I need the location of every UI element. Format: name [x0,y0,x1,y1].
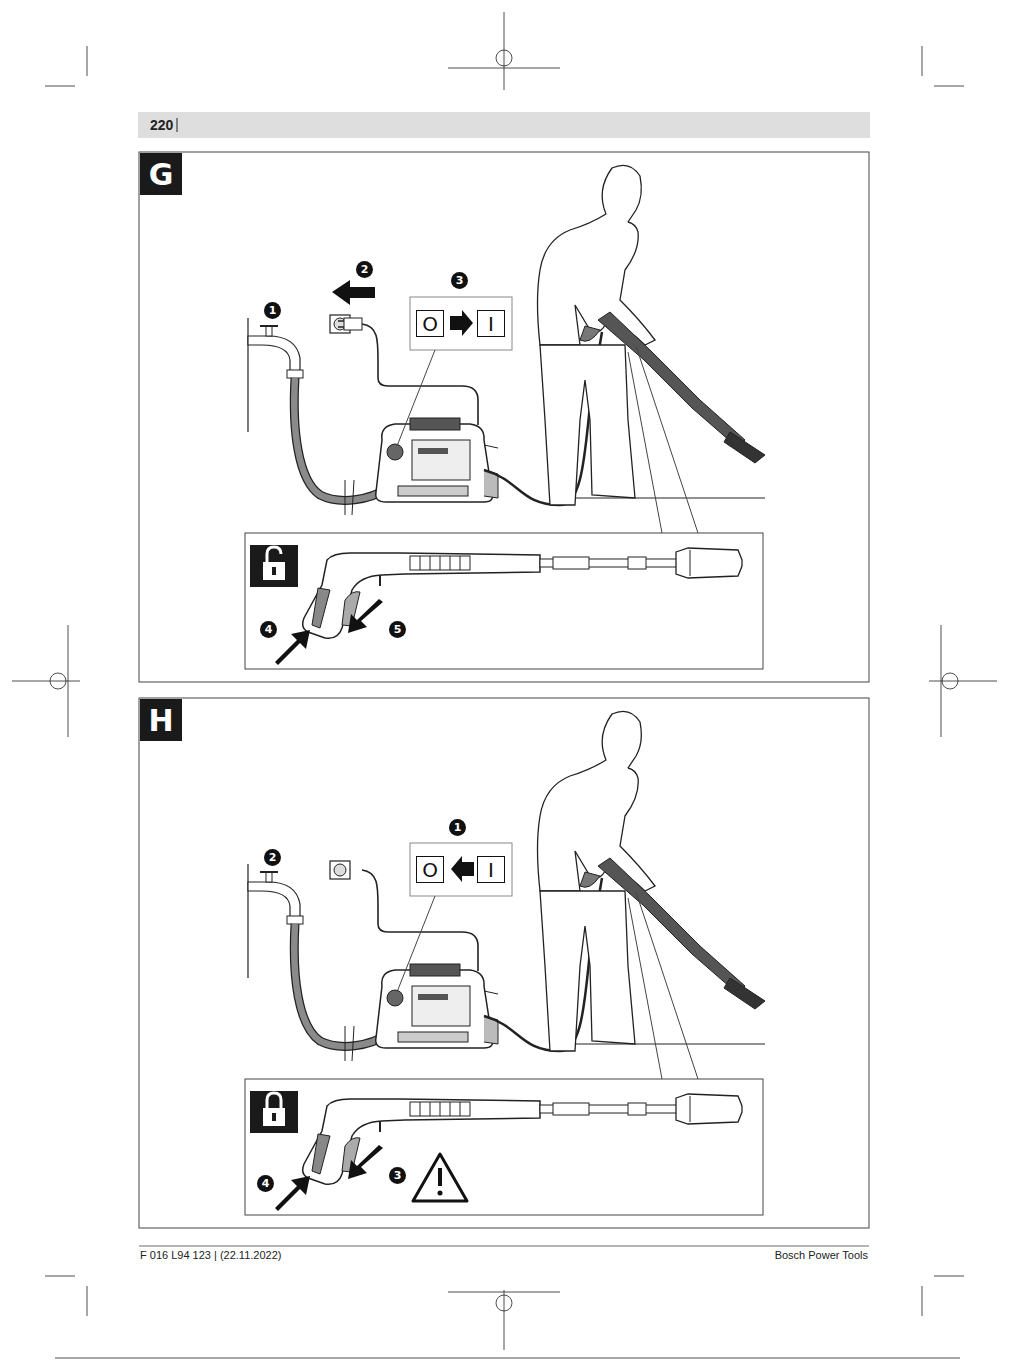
callout-number-text: 1 [454,821,462,834]
callout-number: 4 [257,1175,274,1192]
figure-tab: H [140,699,182,741]
callout-number-text: 1 [269,304,277,317]
callout-number: 5 [389,621,406,638]
callout-number: 3 [389,1167,406,1184]
switch-symbol-text: O [422,312,438,336]
switch-symbol: I [477,310,505,337]
washer-scene [245,165,765,669]
callout-number-text: 2 [269,851,277,864]
panel-h-details [263,856,474,1211]
callout-number: 1 [264,302,281,319]
callout-number: 4 [260,621,277,638]
callout-number: 2 [264,849,281,866]
callout-number-text: 3 [456,274,464,287]
switch-symbol: O [416,310,444,337]
panel-frame [139,698,869,1228]
callout-number-text: 4 [265,623,273,636]
switch-symbol: I [477,856,505,883]
callout-number: 2 [356,261,373,278]
switch-symbol: O [416,856,444,883]
page-number: 220 [150,117,173,133]
callout-number: 3 [451,272,468,289]
crop-marks [12,12,997,1358]
header-bar [138,112,870,138]
panel-g-details [263,280,473,665]
switch-symbol-text: I [488,312,494,336]
callout-number: 1 [449,819,466,836]
figure-tab-text: H [148,703,173,738]
figure-tab-text: G [149,157,174,192]
switch-symbol-text: O [422,858,438,882]
panel-frame [139,152,869,682]
callout-number-text: 4 [262,1177,270,1190]
figure-tab: G [140,153,182,195]
callout-number-text: 5 [394,623,402,636]
publisher: Bosch Power Tools [775,1249,868,1261]
switch-symbol-text: I [488,858,494,882]
callout-number-text: 2 [361,263,369,276]
washer-scene [245,711,765,1215]
callout-number-text: 3 [394,1169,402,1182]
document-code: F 016 L94 123 | (22.11.2022) [140,1249,281,1261]
